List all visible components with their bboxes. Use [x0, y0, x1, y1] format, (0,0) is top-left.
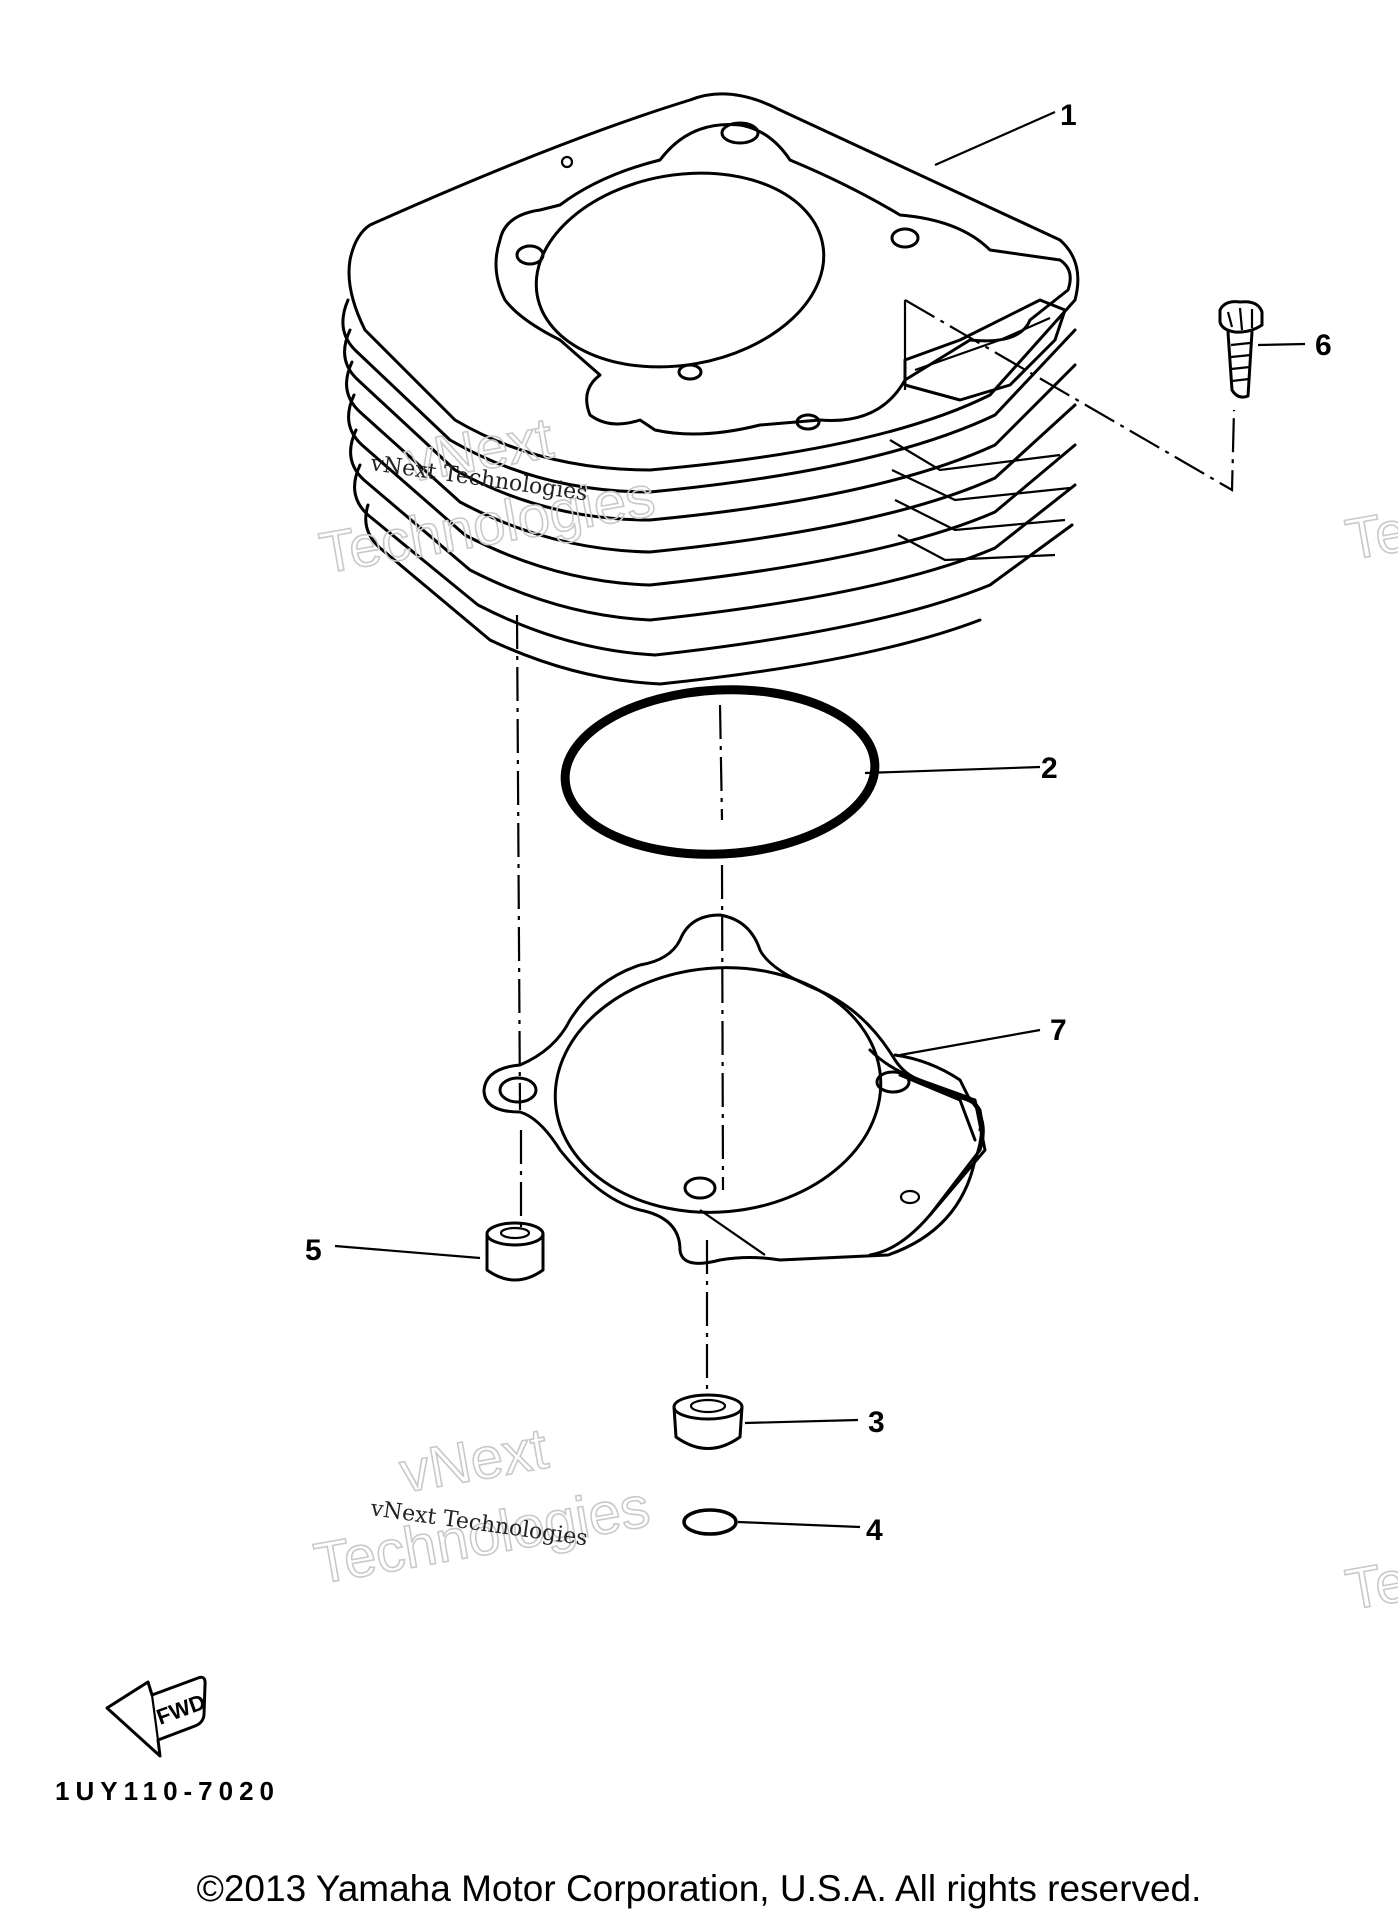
bolt-part [1218, 300, 1264, 399]
callout-2: 2 [1041, 752, 1058, 785]
watermark-edge-bottom: Te [1341, 1548, 1398, 1623]
cylinder-block [341, 92, 1080, 686]
watermark-big-line1-bottom: vNext [395, 1416, 552, 1506]
callout-4: 4 [866, 1514, 883, 1547]
callout-3: 3 [868, 1406, 885, 1439]
dowel-pin-left-part [485, 1221, 545, 1282]
watermark-bottom: vNext Technologies [309, 1415, 655, 1598]
callout-1: 1 [1060, 99, 1077, 132]
callout-6: 6 [1315, 329, 1332, 362]
copyright-notice: ©2013 Yamaha Motor Corporation, U.S.A. A… [196, 1868, 1202, 1909]
o-ring-part [560, 685, 880, 859]
base-gasket-part [482, 913, 987, 1265]
bolt-axis-line [904, 299, 1236, 492]
callout-7: 7 [1050, 1014, 1067, 1047]
dowel-pin-right-part [672, 1393, 744, 1450]
small-o-ring-part [682, 1508, 738, 1536]
bore-axis-center [705, 704, 725, 1390]
watermark-edge-top: Te [1341, 498, 1398, 573]
diagram-code: 1UY110-7020 [55, 1776, 280, 1806]
fwd-arrow-icon: FWD [105, 1675, 209, 1758]
leader-lines [334, 110, 1306, 1529]
callout-5: 5 [305, 1234, 322, 1267]
dowel-axis-left [515, 614, 523, 1230]
